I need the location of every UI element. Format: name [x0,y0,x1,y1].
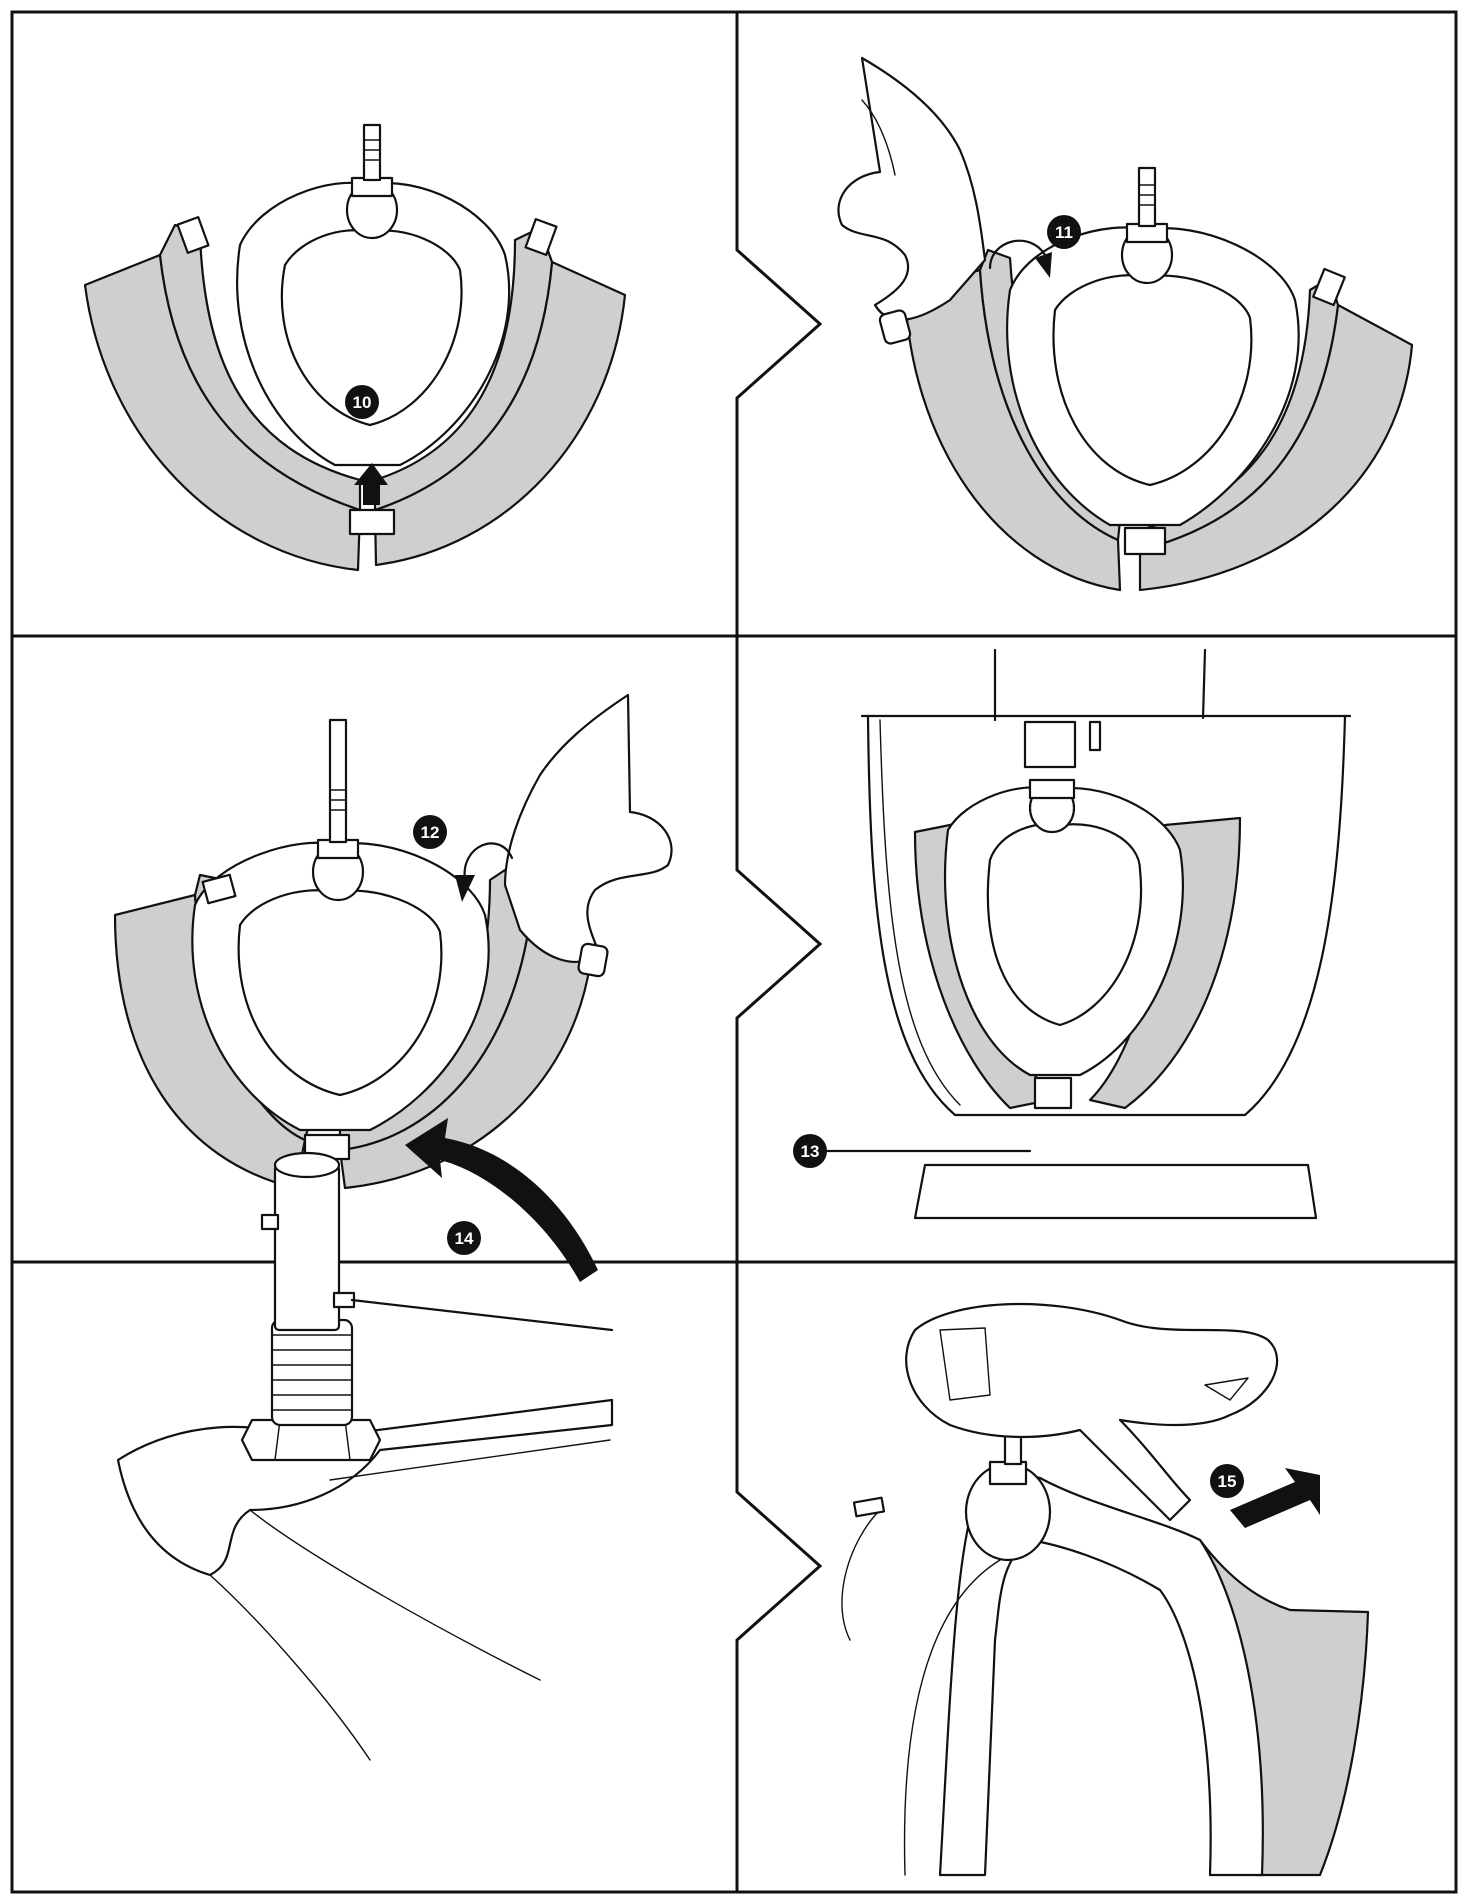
beater-arm [938,1474,1264,1877]
beater-shaft [328,718,348,844]
step-label-12: 12 [421,823,440,842]
beater-shaft [362,123,382,182]
beater-collar [1028,778,1076,800]
finger-line [861,99,896,176]
head-detail [939,1327,991,1401]
step-badge-10 [345,385,379,419]
outer-border [10,10,1458,1894]
beater-tab [852,1496,886,1518]
beater-curve [841,1509,881,1641]
scraper-bottom-tab [1123,526,1167,556]
column-divider-1 [735,12,823,636]
step-label-15: 15 [1218,1472,1237,1491]
mixer-head [993,648,1207,722]
fingernail [577,942,609,978]
panel-step-10: 10 [83,123,627,572]
column-divider-3 [735,1262,823,1892]
step-label-10: 10 [353,393,372,412]
hand [837,56,987,321]
step-badge-15 [1210,1464,1244,1498]
scraper-tab-left [201,873,237,905]
panel-step-12: 12 [113,693,673,1190]
panel-step-14: 14 [116,1118,614,1761]
arm-edge [209,1574,371,1761]
push-arrow-icon [1230,1468,1320,1528]
step-badge-11 [1047,215,1081,249]
mixer-spindle [1023,720,1077,769]
step-badge-13 [793,1134,827,1168]
mixing-bowl [866,714,1347,1117]
scraper-bottom-tab [1033,1076,1073,1110]
bowl-base [913,1163,1318,1220]
rotate-arrow-icon [463,842,514,882]
beater-shaft [273,1163,341,1332]
beater-curve [903,1559,1001,1876]
fingernail [878,309,912,345]
panel-step-13: 13 [793,648,1352,1220]
scraper-tab-right [524,218,558,256]
curved-arrow-icon [405,1118,598,1282]
beater-arm [116,1398,614,1577]
nut-face [344,1419,351,1461]
bowl-inner-line [879,719,961,1106]
arm-edge [329,1439,611,1481]
step-badge-12 [413,815,447,849]
panel-grid [10,10,1458,1894]
threaded-spring [270,1318,354,1427]
mixer-pin [1088,720,1102,752]
step-badge-14 [447,1221,481,1255]
column-divider-2 [735,636,823,1262]
rotate-arrowhead-icon [1035,252,1052,278]
step-label-14: 14 [455,1229,474,1248]
arrow-up-icon [354,463,388,505]
panel-step-11: 11 [837,56,1414,592]
beater-opening [280,229,463,427]
beater-collar [988,1460,1028,1486]
step-label-11: 11 [1055,223,1073,242]
beater-shaft [1137,166,1157,228]
arm-edge [249,1509,541,1681]
step-label-13: 13 [801,1142,820,1161]
rotate-arrowhead-icon [455,875,475,902]
scraper-bottom-tab [348,508,396,536]
panel-step-15: 15 [841,1302,1370,1877]
pin-line [350,1298,614,1332]
scraper-tab-left [176,216,210,254]
shaft-top [273,1151,341,1179]
nut-face [274,1419,281,1461]
mixer-head [905,1302,1279,1522]
shaft-pin-left [260,1213,280,1231]
hand [503,693,673,963]
rotate-arrow-icon [988,239,1047,270]
head-detail [1204,1377,1249,1401]
scraper-tab-right [1312,267,1346,307]
